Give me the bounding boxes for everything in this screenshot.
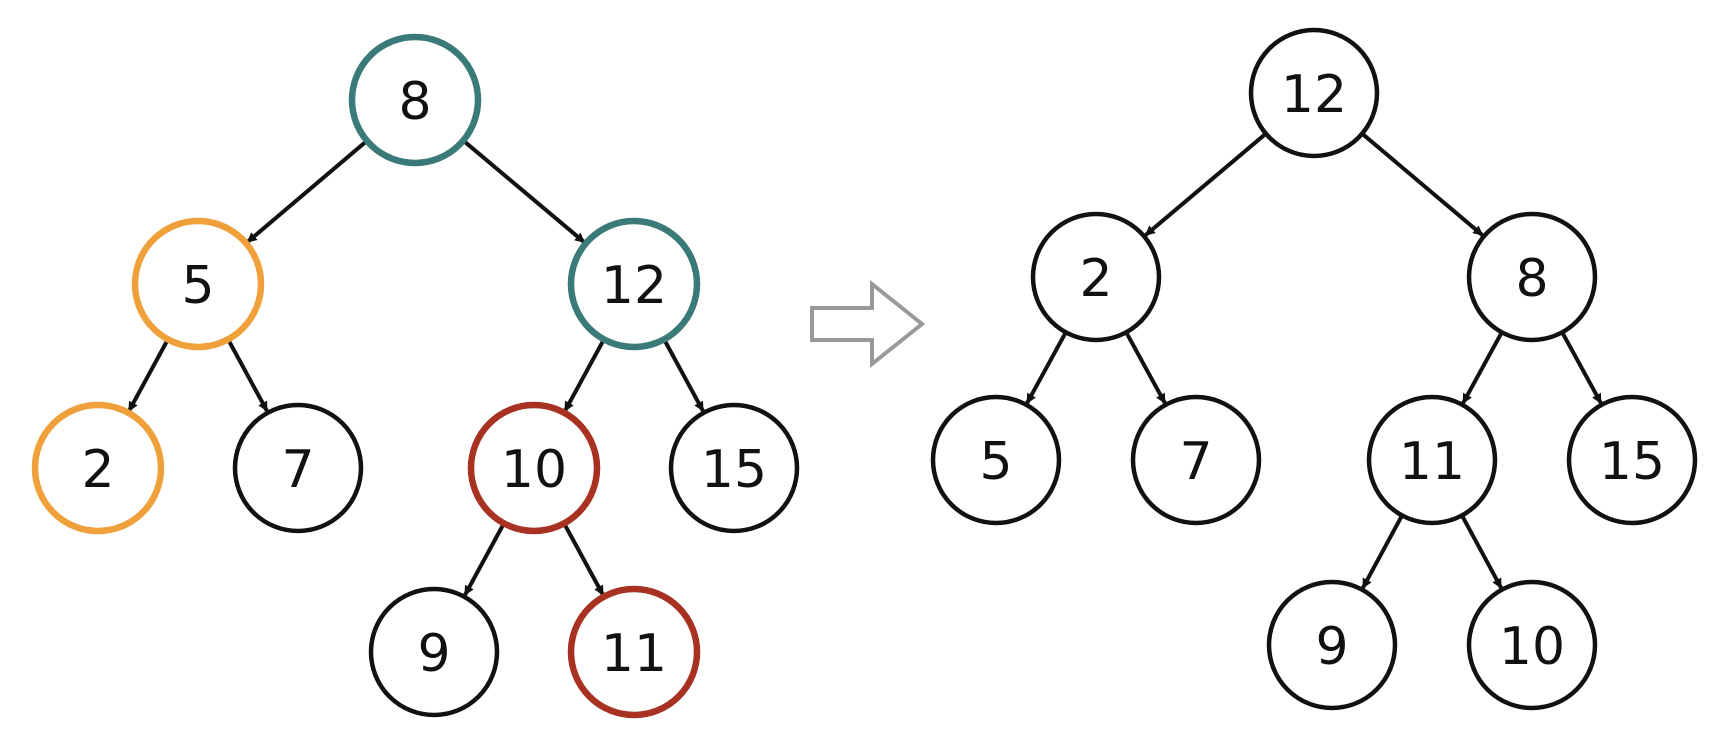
tree-node: 12: [567, 217, 701, 351]
tree-node: 7: [1130, 394, 1262, 526]
node-circle: [368, 586, 500, 718]
node-circle: [1566, 394, 1698, 526]
node-label: 15: [701, 440, 767, 500]
node-label: 8: [1515, 249, 1548, 309]
edge-12-to-8: [1362, 133, 1484, 237]
node-label: 7: [1179, 432, 1212, 492]
edge-12-to-2: [1144, 133, 1266, 237]
node-circle: [1030, 211, 1162, 343]
edge-12-to-10: [563, 340, 605, 412]
tree-node: 10: [467, 401, 601, 535]
node-label: 11: [1399, 432, 1465, 492]
tree-node: 8: [1466, 211, 1598, 343]
node-label: 9: [417, 624, 450, 684]
node-label: 10: [1499, 617, 1565, 677]
node-circle: [232, 402, 364, 534]
tree-node: 15: [668, 402, 800, 534]
node-circle: [131, 217, 265, 351]
node-circle: [1266, 579, 1398, 711]
node-circle: [930, 394, 1062, 526]
tree-node: 7: [232, 402, 364, 534]
tree-node: 8: [348, 33, 482, 167]
node-circle: [668, 402, 800, 534]
tree-node: 11: [567, 585, 701, 719]
node-circle: [1366, 394, 1498, 526]
tree-node: 15: [1566, 394, 1698, 526]
tree-node: 5: [131, 217, 265, 351]
node-circle: [1466, 211, 1598, 343]
edge-2-to-5: [1025, 333, 1067, 404]
node-label: 15: [1599, 432, 1665, 492]
tree-node: 12: [1248, 27, 1380, 159]
node-circle: [567, 217, 701, 351]
node-label: 11: [601, 624, 667, 684]
node-label: 10: [501, 440, 567, 500]
node-label: 12: [601, 256, 667, 316]
edge-12-to-15: [663, 340, 705, 412]
node-circle: [1130, 394, 1262, 526]
node-circle: [467, 401, 601, 535]
node-label: 2: [1079, 249, 1112, 309]
edge-11-to-10: [1461, 516, 1503, 589]
transition-arrow-icon: [810, 279, 926, 369]
node-label: 9: [1315, 617, 1348, 677]
node-circle: [31, 401, 165, 535]
node-label: 2: [81, 440, 114, 500]
node-circle: [1248, 27, 1380, 159]
tree-node: 9: [1266, 579, 1398, 711]
edge-5-to-7: [227, 340, 269, 412]
edge-8-to-12: [463, 140, 586, 244]
node-label: 5: [181, 256, 214, 316]
tree-node: 9: [368, 586, 500, 718]
edge-11-to-9: [1361, 516, 1403, 589]
after-tree: 12 2 8 5 7 11 15 9 10: [930, 27, 1698, 711]
tree-node: 2: [31, 401, 165, 535]
node-label: 5: [979, 432, 1012, 492]
node-label: 8: [398, 72, 431, 132]
tree-node: 5: [930, 394, 1062, 526]
before-tree: 8 5 12 2 7 10 15 9 11: [31, 33, 800, 719]
tree-node: 2: [1030, 211, 1162, 343]
node-circle: [1466, 579, 1598, 711]
edge-10-to-11: [563, 524, 605, 596]
edge-8-to-5: [246, 140, 367, 244]
edge-5-to-2: [127, 340, 169, 412]
node-label: 12: [1281, 65, 1347, 125]
node-circle: [567, 585, 701, 719]
edge-10-to-9: [463, 524, 505, 596]
edge-8-to-15: [1561, 333, 1603, 404]
node-circle: [348, 33, 482, 167]
edge-2-to-7: [1125, 333, 1167, 404]
node-label: 7: [281, 440, 314, 500]
edge-8-to-11: [1461, 333, 1503, 404]
tree-node: 11: [1366, 394, 1498, 526]
tree-node: 10: [1466, 579, 1598, 711]
